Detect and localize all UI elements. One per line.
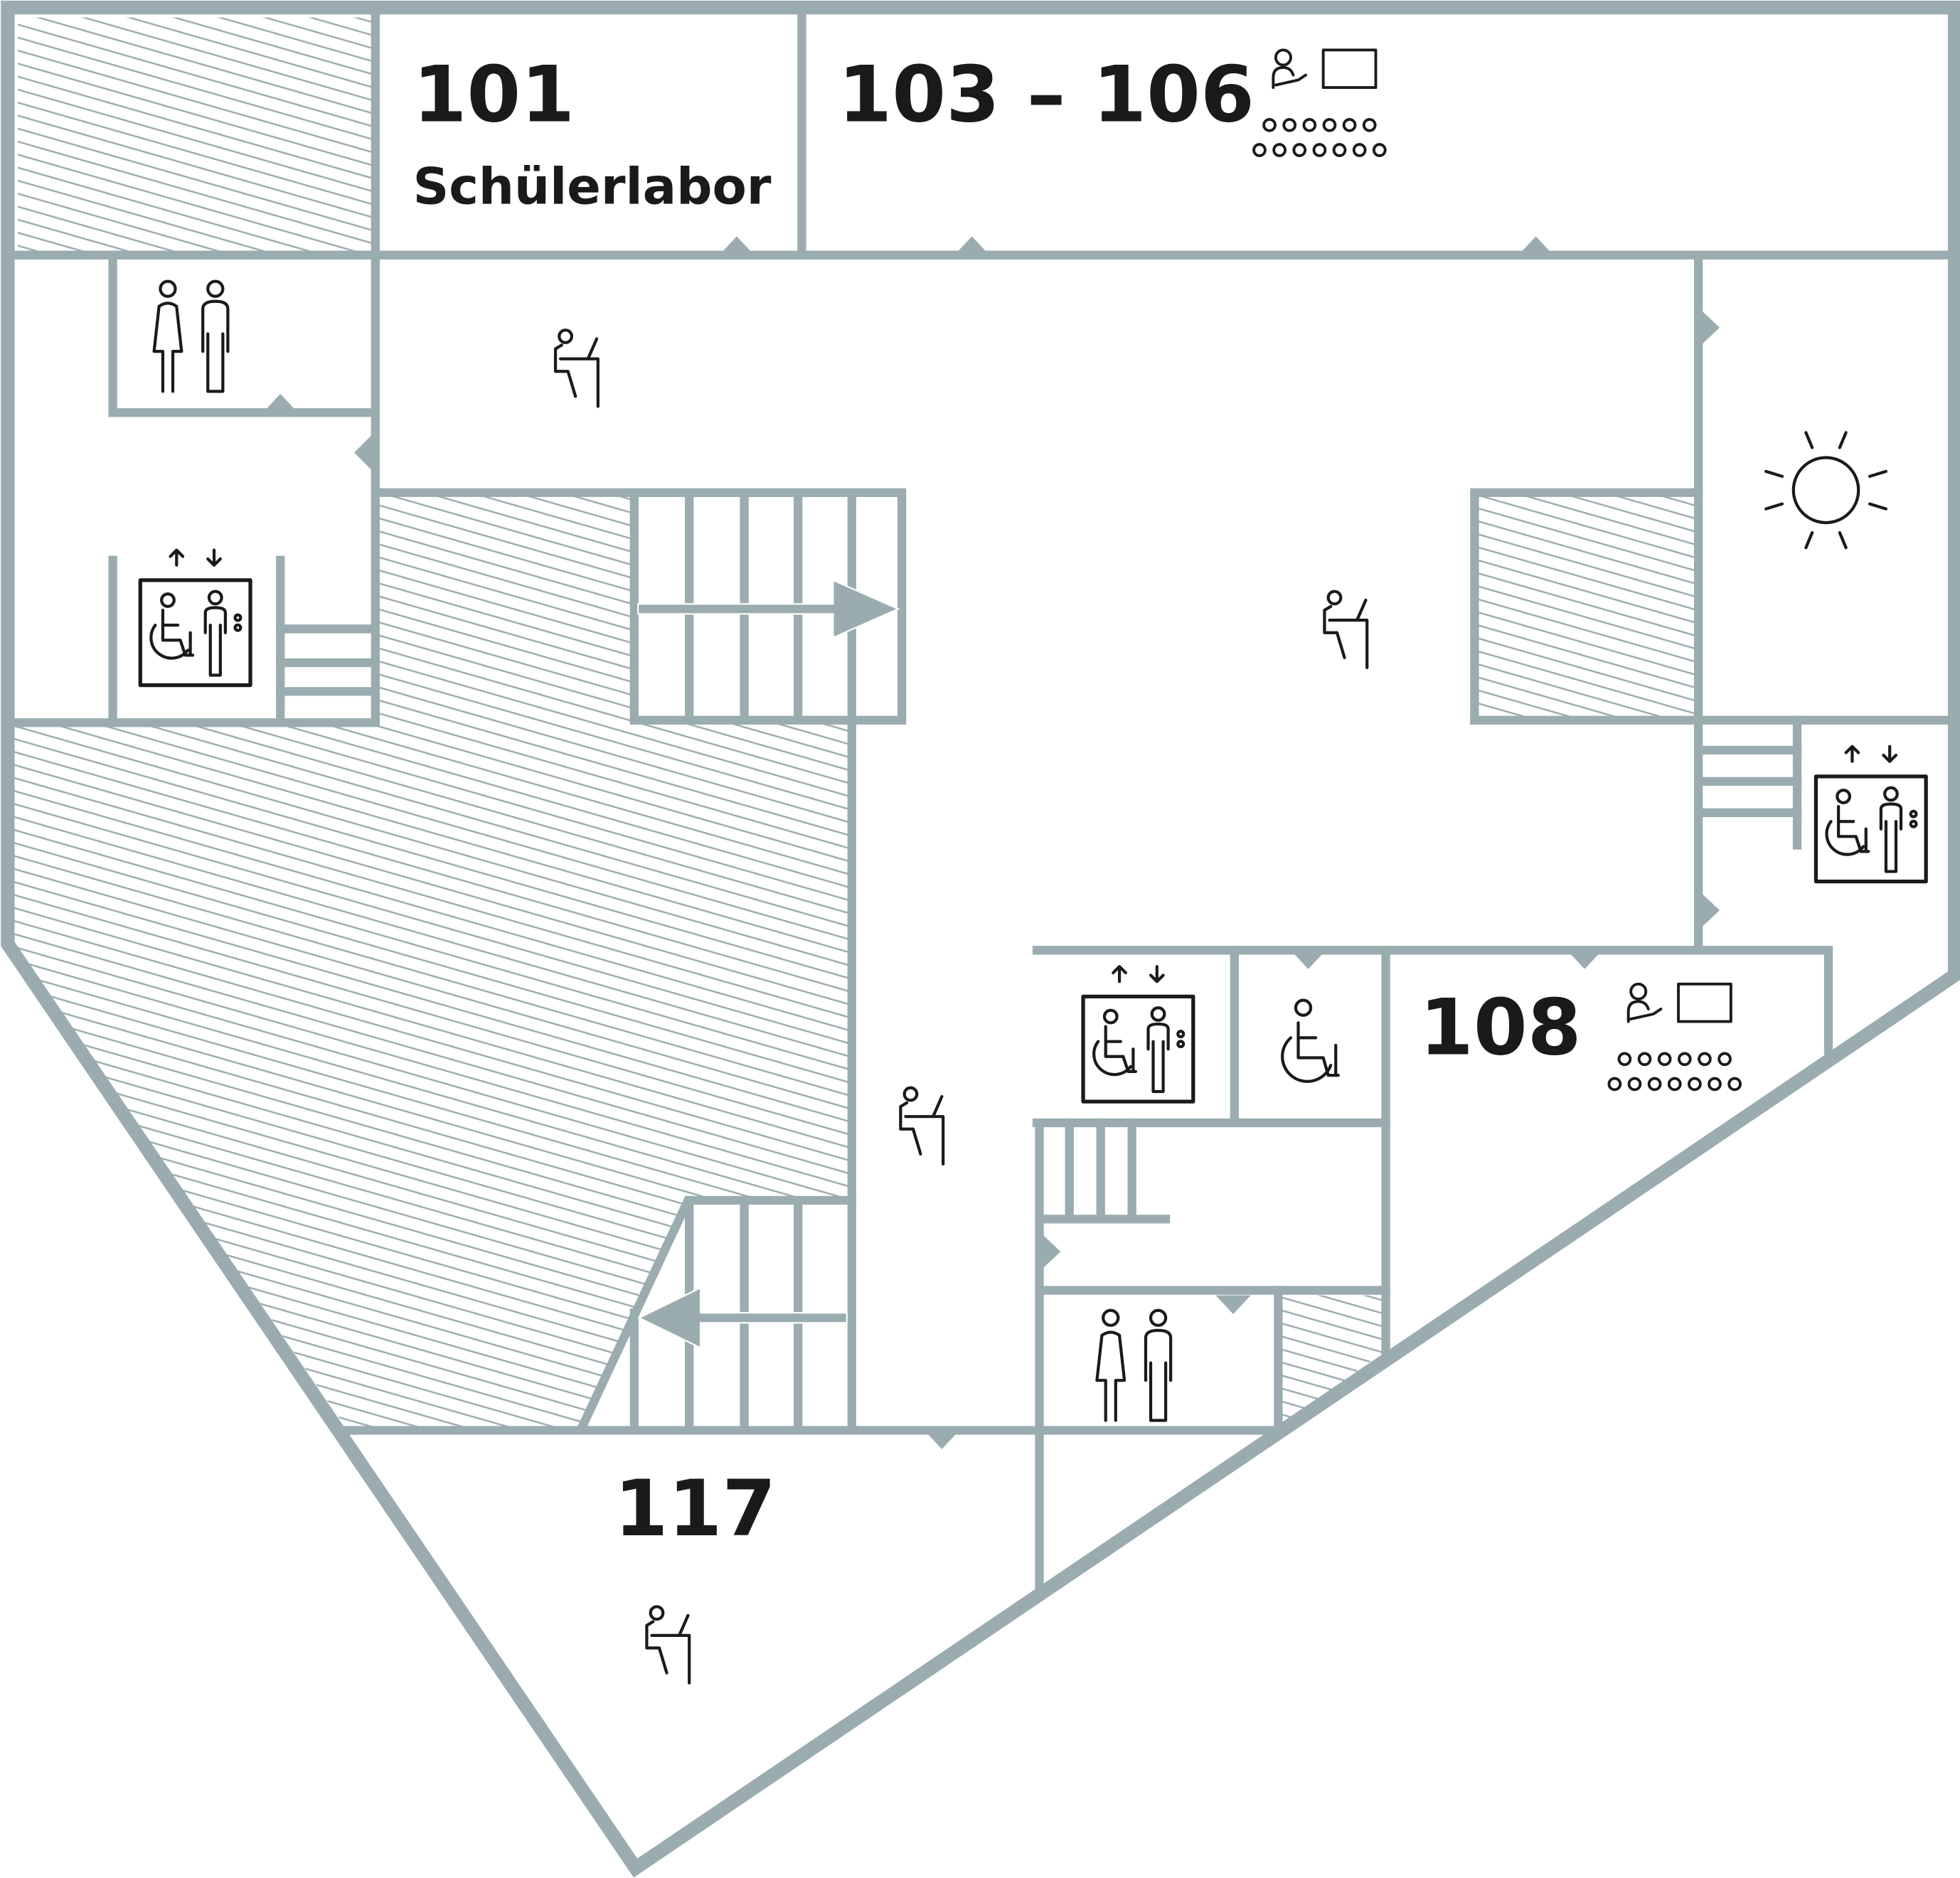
hatched-area-right-shaft (1474, 492, 1699, 720)
room-101-name: Schülerlabor (413, 158, 772, 216)
stair-direction-arrow-down (637, 1286, 848, 1350)
room-108-number: 108 (1420, 982, 1582, 1072)
elevator-icon (140, 550, 250, 685)
restroom-icon (1097, 1311, 1171, 1421)
stair-arrows (637, 579, 900, 1350)
stair-direction-arrow-up (637, 579, 900, 639)
room-103-106-number: 103 – 106 (838, 50, 1254, 140)
lecture-icon (1252, 48, 1387, 157)
accessible-restroom-icon (1282, 1001, 1338, 1082)
workspace-icon (646, 1606, 689, 1682)
hatched-area-central-void (10, 492, 852, 1431)
workspace-icon (1324, 592, 1367, 668)
workspace-icon (555, 330, 598, 406)
room-117-number: 117 (614, 1463, 777, 1554)
room-labels: 101 Schülerlabor 103 – 106 108 117 (413, 50, 1582, 1554)
room-101-number: 101 (413, 50, 575, 140)
workspace-icon (900, 1088, 943, 1164)
lecture-icon (1607, 982, 1742, 1092)
sun-terrace-icon (1766, 432, 1886, 548)
hatched-area-small-shaft (1278, 1295, 1386, 1429)
door-markers (262, 236, 1720, 1449)
restroom-icon (154, 282, 228, 392)
elevator-icon (1083, 966, 1193, 1101)
hatched-area-top-left (17, 17, 373, 255)
elevator-icon (1816, 747, 1926, 882)
